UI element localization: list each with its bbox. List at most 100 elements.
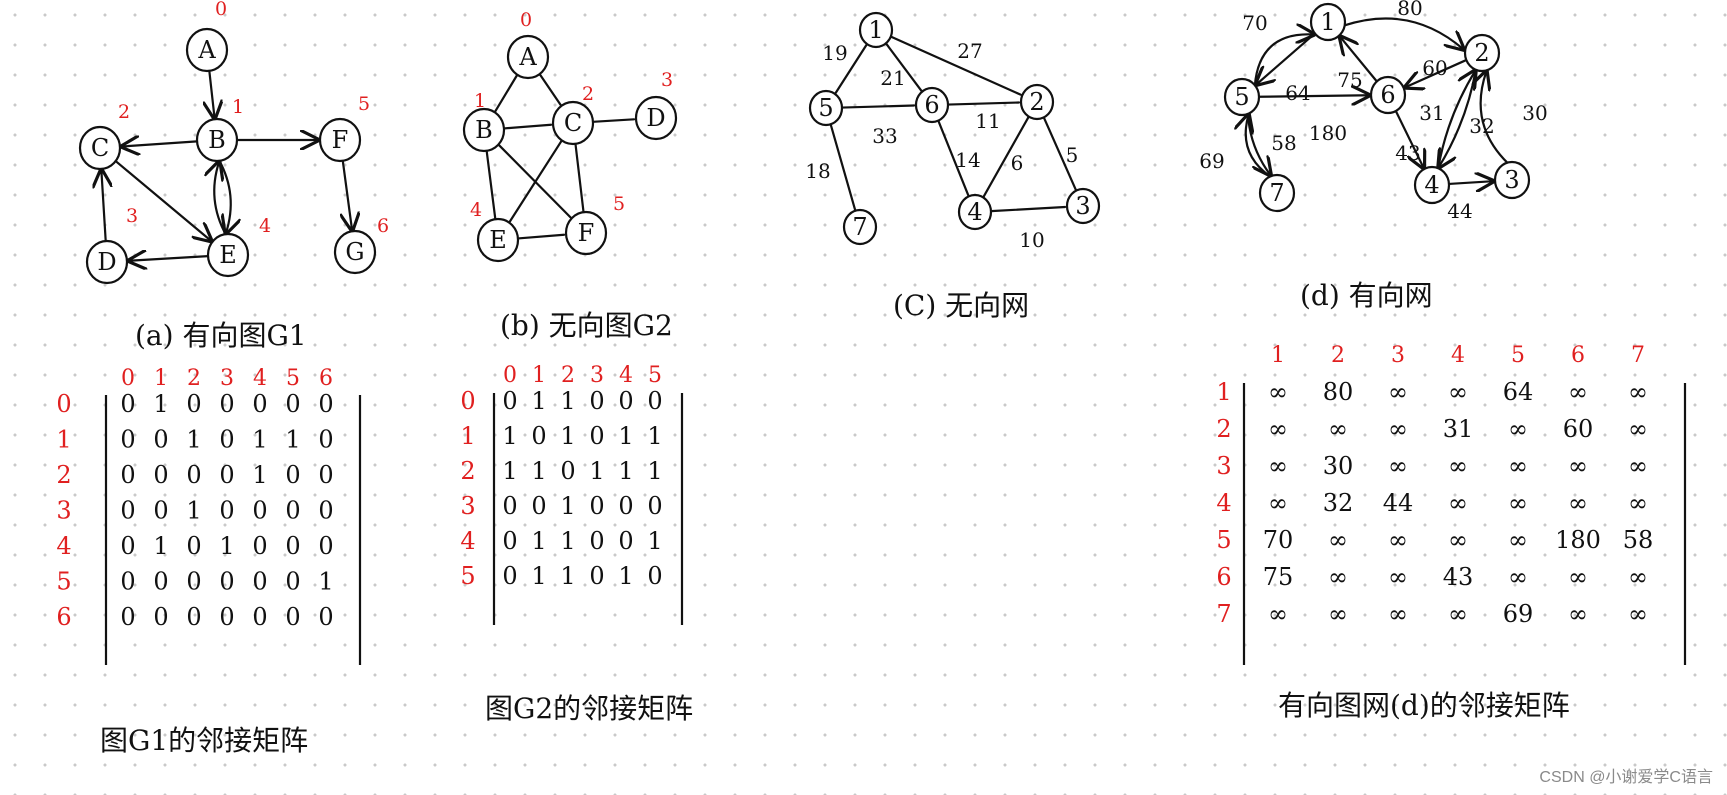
edge-weight-4-3: 10: [1019, 228, 1044, 252]
matrix-g2-cell: 0: [589, 562, 604, 590]
graph-caption-a: (a) 有向图G1: [135, 319, 307, 352]
matrix-g2-col-header: 2: [561, 363, 575, 388]
matrix-g1-row-header: 5: [56, 568, 71, 596]
edge-1-5: [834, 42, 869, 94]
node-index-a-B: 1: [232, 96, 244, 118]
matrix-d-cell: 30: [1323, 452, 1354, 480]
node-a-E: [206, 232, 250, 278]
node-label-b-A: A: [518, 43, 537, 71]
node-index-b-E: 4: [470, 199, 482, 221]
matrix-g2-cell: 1: [560, 527, 575, 555]
matrix-d-cell: ∞: [1448, 526, 1468, 554]
matrix-d-cell: ∞: [1448, 378, 1468, 406]
matrix-g1-cell: 0: [318, 426, 333, 454]
matrix-g1-cell: 0: [219, 461, 234, 489]
matrix-caption-g2: 图G2的邻接矩阵: [485, 692, 693, 725]
edge-weight-5-6: 33: [872, 124, 897, 148]
matrix-g1-cell: 0: [285, 603, 300, 631]
node-label-d-5: 5: [1234, 83, 1249, 111]
node-label-c-4: 4: [967, 198, 982, 226]
edge-weight-5-1: 70: [1242, 11, 1267, 35]
matrix-g1-cell: 0: [318, 603, 333, 631]
matrix-d-cell: ∞: [1448, 489, 1468, 517]
matrix-g1-cell: 0: [153, 426, 168, 454]
node-c-5: [808, 89, 844, 127]
matrix-g2-cell: 1: [618, 457, 633, 485]
matrix-g1-cell: 0: [120, 461, 135, 489]
node-index-a-F: 5: [358, 93, 370, 115]
matrix-g2-cell: 1: [502, 422, 517, 450]
edge-E-B: [214, 162, 228, 237]
edge-weight-2-3: 5: [1066, 143, 1079, 167]
matrix-g1-cell: 0: [285, 532, 300, 560]
matrix-g1-col-header: 5: [286, 366, 300, 391]
matrix-g2-row-header: 0: [460, 387, 475, 415]
edge-C-E: [508, 138, 564, 223]
matrix-g1-cell: 0: [153, 603, 168, 631]
node-label-a-D: D: [97, 248, 116, 276]
node-label-a-G: G: [345, 238, 364, 266]
matrix-g1-row-header: 6: [56, 603, 71, 631]
matrix-g1-cell: 0: [186, 532, 201, 560]
matrix-g2-cell: 0: [589, 387, 604, 415]
edge-2-4: [982, 114, 1031, 198]
matrix-d-cell: ∞: [1268, 378, 1288, 406]
matrix-d-cell: ∞: [1268, 489, 1288, 517]
matrix-d-cell: 60: [1563, 415, 1594, 443]
matrix-d-cell: 70: [1263, 526, 1294, 554]
matrix-g1-cell: 0: [120, 426, 135, 454]
node-label-b-C: C: [564, 109, 582, 137]
matrix-d-cell: ∞: [1508, 452, 1528, 480]
matrix-g1-cell: 0: [252, 568, 267, 596]
matrix-d-col-header: 5: [1511, 343, 1525, 368]
matrix-d-col-header: 1: [1271, 343, 1285, 368]
node-label-c-7: 7: [852, 213, 867, 241]
edge-D-C: [101, 170, 105, 244]
edge-B-C: [502, 123, 553, 130]
edge-6-1: [1340, 37, 1379, 83]
matrix-d-cell: ∞: [1568, 489, 1588, 517]
node-label-d-1: 1: [1320, 8, 1335, 36]
edge-weight-7-5: 69: [1199, 149, 1224, 173]
matrix-g1-col-header: 3: [220, 366, 234, 391]
matrix-g1-cell: 0: [252, 603, 267, 631]
matrix-d-col-header: 4: [1451, 343, 1465, 368]
matrix-g2-row-header: 5: [460, 562, 475, 590]
matrix-g2-cell: 0: [502, 562, 517, 590]
node-label-d-4: 4: [1424, 171, 1439, 199]
matrix-g1-cell: 1: [153, 532, 168, 560]
edge-6-4: [1394, 109, 1423, 168]
node-label-c-1: 1: [868, 16, 883, 44]
node-a-B: [195, 117, 239, 163]
matrix-g1-cell: 0: [120, 603, 135, 631]
matrix-g1-cell: 0: [120, 568, 135, 596]
matrix-g1-cell: 0: [252, 497, 267, 525]
node-a-C: [78, 125, 122, 171]
matrix-g1-col-header: 2: [187, 366, 201, 391]
matrix-g1-cell: 0: [120, 497, 135, 525]
node-b-F: [564, 210, 608, 256]
node-d-7: [1258, 173, 1296, 213]
matrix-d-cell: ∞: [1388, 415, 1408, 443]
edge-weight-2-6: 60: [1422, 56, 1447, 80]
edge-weight-1-5: 64: [1285, 81, 1310, 105]
edge-C-D: [591, 118, 636, 123]
node-c-4: [957, 193, 993, 231]
matrix-g2-cell: 1: [647, 457, 662, 485]
matrix-d-cell: ∞: [1508, 526, 1528, 554]
edge-B-E: [485, 148, 497, 220]
node-d-6: [1369, 75, 1407, 115]
matrix-g1-cell: 0: [219, 426, 234, 454]
edge-1-2: [889, 35, 1022, 96]
node-index-a-A: 0: [215, 0, 227, 20]
matrix-g2-cell: 1: [560, 387, 575, 415]
matrix-g2-cell: 0: [502, 387, 517, 415]
edge-1-5: [1256, 32, 1317, 84]
matrix-g2-col-header: 0: [503, 363, 517, 388]
matrix-g1-cell: 0: [318, 390, 333, 418]
edge-1-2: [1343, 17, 1464, 49]
matrix-d-col-header: 7: [1631, 343, 1645, 368]
node-index-b-D: 3: [661, 69, 673, 91]
